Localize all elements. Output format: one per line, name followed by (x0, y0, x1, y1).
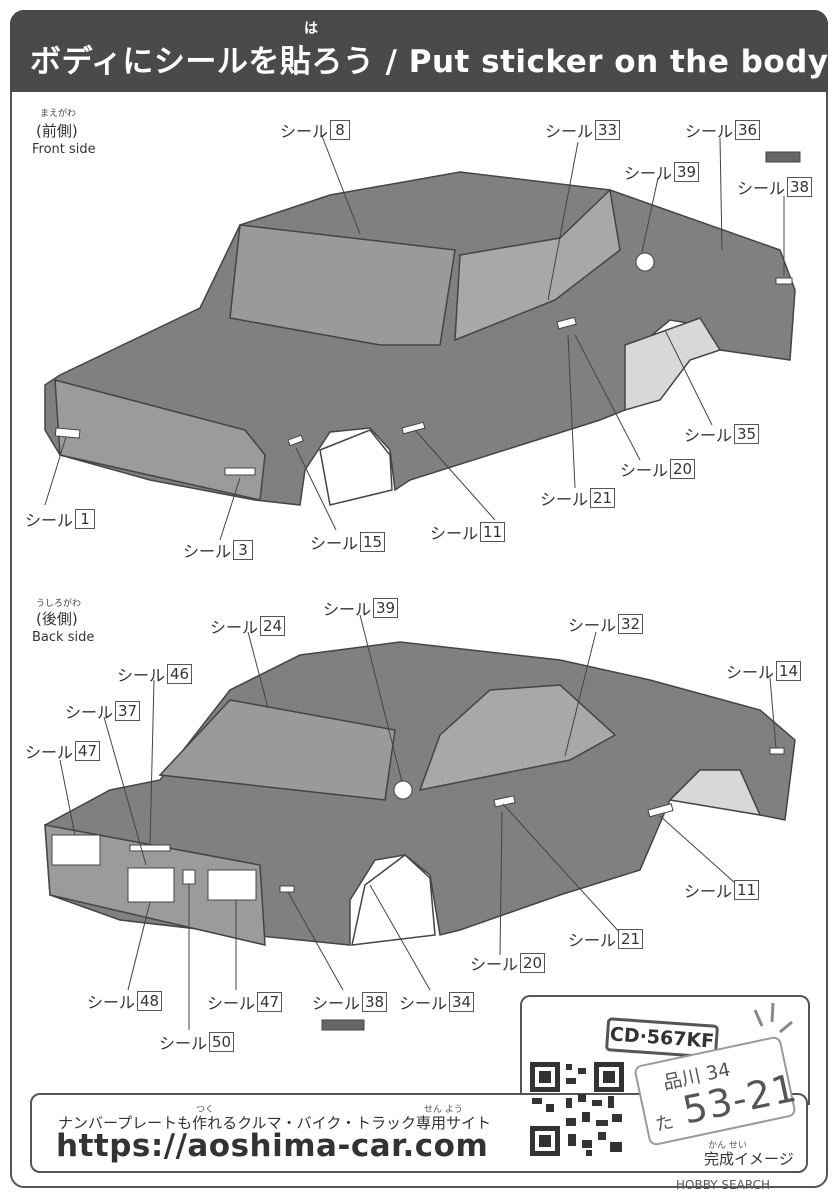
front-leaders (44, 135, 785, 541)
promo-text: ナンバープレートも作れるクルマ・バイク・トラック専用サイト (58, 1114, 492, 1132)
page-title: ボディにシールを貼ろう / Put sticker on the body. (30, 44, 838, 80)
back-car (44, 641, 796, 946)
plate-kana: た (653, 1111, 676, 1136)
completion-image-label: 完成イメージ (704, 1150, 794, 1168)
front-stickers (54, 151, 801, 476)
header-bar (10, 10, 828, 92)
header-ruby: は (304, 21, 318, 37)
website-url[interactable]: https://aoshima-car.com (56, 1128, 489, 1164)
ruby-tsuku: つく (196, 1105, 215, 1115)
watermark: HOBBY SEARCH (676, 1178, 770, 1192)
front-side-en: Front side (32, 142, 96, 157)
back-side-jp: (後側) (36, 610, 78, 628)
front-side-jp: (前側) (36, 122, 78, 140)
ruby-senyou: せん よう (424, 1105, 463, 1115)
back-leaders (59, 614, 777, 1030)
back-ruby: うしろがわ (36, 599, 82, 609)
front-car (44, 171, 796, 506)
back-side-en: Back side (32, 630, 95, 645)
back-stickers (51, 747, 785, 1031)
ruby-kansei: かん せい (708, 1141, 747, 1151)
front-ruby: まえがわ (40, 109, 77, 119)
